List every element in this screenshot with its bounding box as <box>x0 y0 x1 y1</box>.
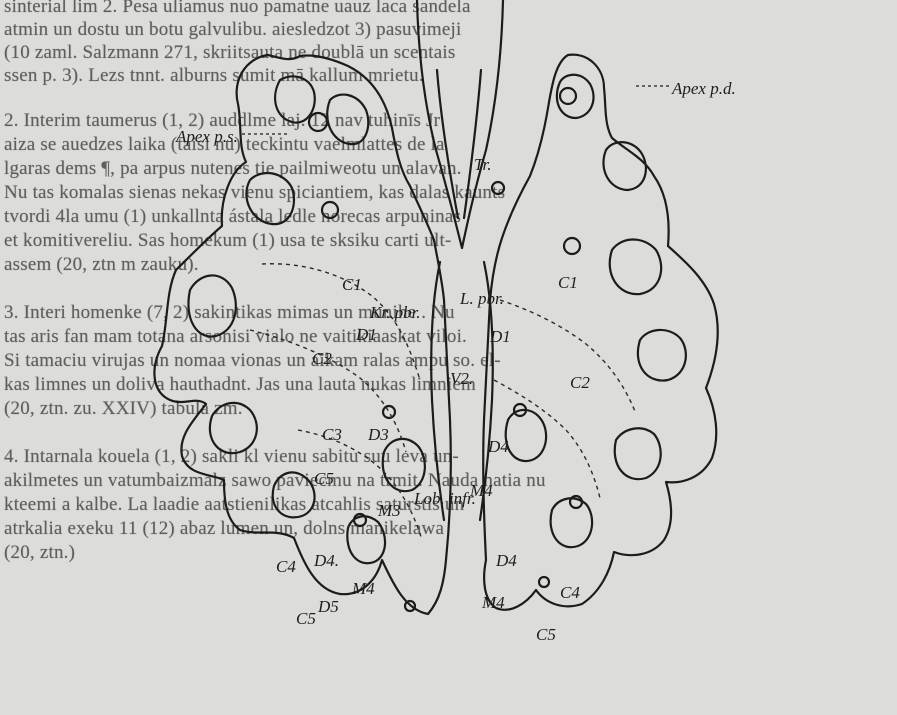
right-lobe-contour <box>506 410 546 461</box>
label-d3: D3 <box>367 425 389 444</box>
label-c5: C5 <box>314 469 334 488</box>
left-lobe-contour <box>246 173 294 224</box>
mediastinum-left-edge <box>431 262 444 520</box>
label-apex-pd: Apex p.d. <box>671 79 736 98</box>
label-c2-right: C2 <box>570 373 590 392</box>
label-d1-right: D1 <box>489 327 511 346</box>
label-m4-left: M4 <box>351 579 375 598</box>
right-lobe-contour <box>615 428 661 479</box>
label-m4-right: M4 <box>481 593 505 612</box>
label-d1-left: D1 <box>355 325 377 344</box>
label-v2: V2. <box>450 369 473 388</box>
right-lobe-contour <box>603 142 645 190</box>
label-m3: M3 <box>377 501 401 520</box>
label-c4-left: C4 <box>276 557 296 576</box>
label-c1-left: C1 <box>342 275 362 294</box>
right-lobe-contour <box>610 240 661 295</box>
label-c5-left: C5 <box>296 609 316 628</box>
right-lung-outline <box>483 55 718 610</box>
left-lobe-contour <box>210 403 257 453</box>
left-lobe-contour <box>273 472 315 517</box>
label-c4-right: C4 <box>560 583 580 602</box>
left-lobe-contour <box>275 76 315 122</box>
label-apex-ps: Apex p.s. <box>175 127 238 146</box>
label-d4-right: D4 <box>495 551 517 570</box>
label-c5-right: C5 <box>536 625 556 644</box>
interlobar-line <box>500 300 636 414</box>
label-c1-right: C1 <box>558 273 578 292</box>
left-lobe-contour <box>188 275 235 336</box>
label-c2-left: C2 <box>312 349 332 368</box>
label-d4-mid: D4 <box>487 437 509 456</box>
label-lob-infr: Lob. infr. <box>413 489 476 508</box>
label-l-pbr: L. pbr. <box>459 289 504 308</box>
right-lobe-contour <box>638 330 686 381</box>
label-trachea: Tr. <box>474 155 492 174</box>
label-c3: C3 <box>322 425 342 444</box>
label-kr-pbr: Kr. pbr. <box>369 303 421 322</box>
trachea-outline <box>417 0 503 248</box>
label-d5: D5 <box>317 597 339 616</box>
left-lobe-contour <box>327 95 368 145</box>
label-d4-left: D4. <box>313 551 339 570</box>
